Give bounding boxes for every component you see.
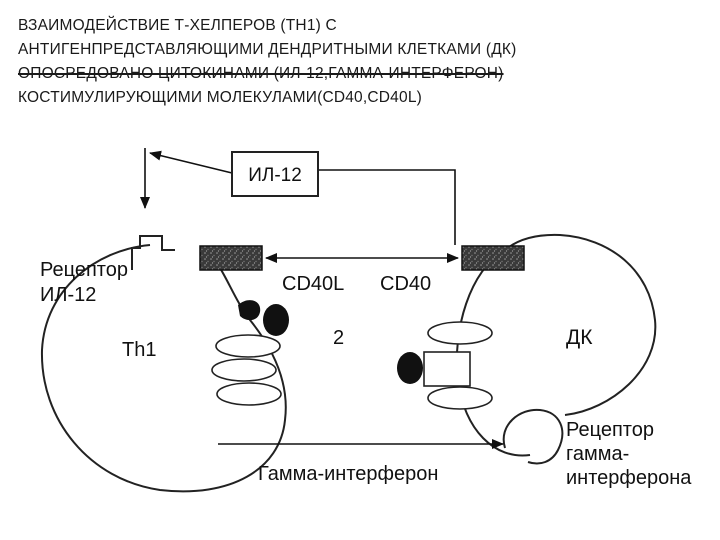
number-label: 2 [333, 327, 344, 349]
receptor-il12-label-line-2: ИЛ-12 [40, 284, 96, 306]
receptor-ifn-label-line-2: гамма- [566, 443, 629, 465]
cd40l-label: CD40L [282, 273, 344, 295]
il12-to-th1-arrow [150, 153, 232, 173]
th1-label: Th1 [122, 339, 156, 361]
dc-black-blob [397, 352, 423, 384]
dc-label: ДК [566, 326, 593, 349]
cd40l-molecule [200, 246, 262, 270]
dc-molecule-2 [428, 387, 492, 409]
il12-path [318, 170, 455, 245]
il12-label: ИЛ-12 [248, 165, 302, 186]
dc-mhc-box [424, 352, 470, 386]
ifn-gamma-label: Гамма-интерферон [258, 463, 438, 485]
th1-molecule-1 [216, 335, 280, 357]
receptor-ifn-label-line-1: Рецептор [566, 419, 654, 441]
dc-molecule-1 [428, 322, 492, 344]
th1-black-blob [263, 304, 289, 336]
receptor-il12-label-line-1: Рецептор [40, 259, 128, 281]
cd40-label: CD40 [380, 273, 431, 295]
th1-molecule-2 [212, 359, 276, 381]
il12-receptor [132, 236, 175, 270]
cd40-molecule [462, 246, 524, 270]
receptor-ifn-label-line-3: интерферона [566, 467, 692, 489]
th1-black-blob-small [238, 300, 260, 320]
th1-molecule-3 [217, 383, 281, 405]
